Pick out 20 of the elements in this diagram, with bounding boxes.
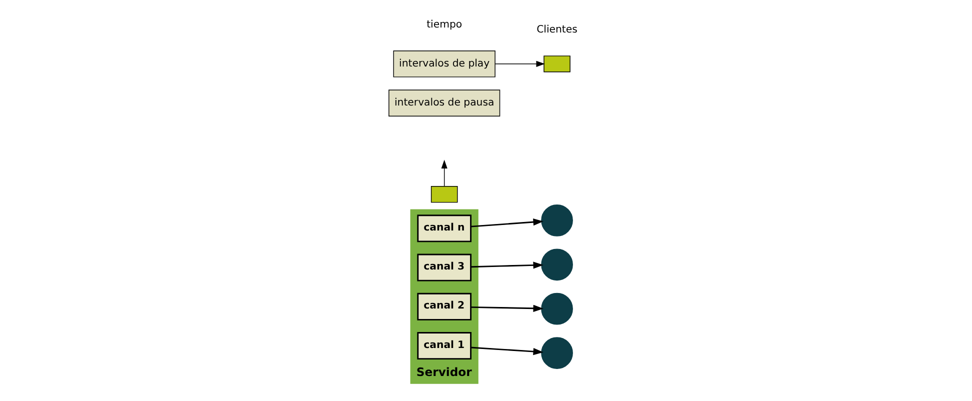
node-box: canal 2 <box>417 292 472 320</box>
arrow <box>470 262 544 269</box>
node-circle <box>541 248 573 281</box>
node-box <box>430 186 458 203</box>
node-box: intervalos de pausa <box>388 90 500 116</box>
arrow <box>470 346 544 356</box>
arrow <box>441 160 448 187</box>
arrow <box>470 218 544 228</box>
node-box: canal n <box>417 214 472 242</box>
node-circle <box>541 337 573 369</box>
node-box: canal 3 <box>417 254 472 282</box>
arrow <box>494 60 545 67</box>
arrow <box>470 304 544 312</box>
node-box: intervalos de play <box>393 50 496 78</box>
node-circle <box>541 292 573 325</box>
node-circle <box>541 204 573 236</box>
label: tiempo <box>426 19 462 30</box>
label: Clientes <box>536 24 578 36</box>
node-box: canal 1 <box>417 332 472 360</box>
node-box <box>544 56 570 72</box>
